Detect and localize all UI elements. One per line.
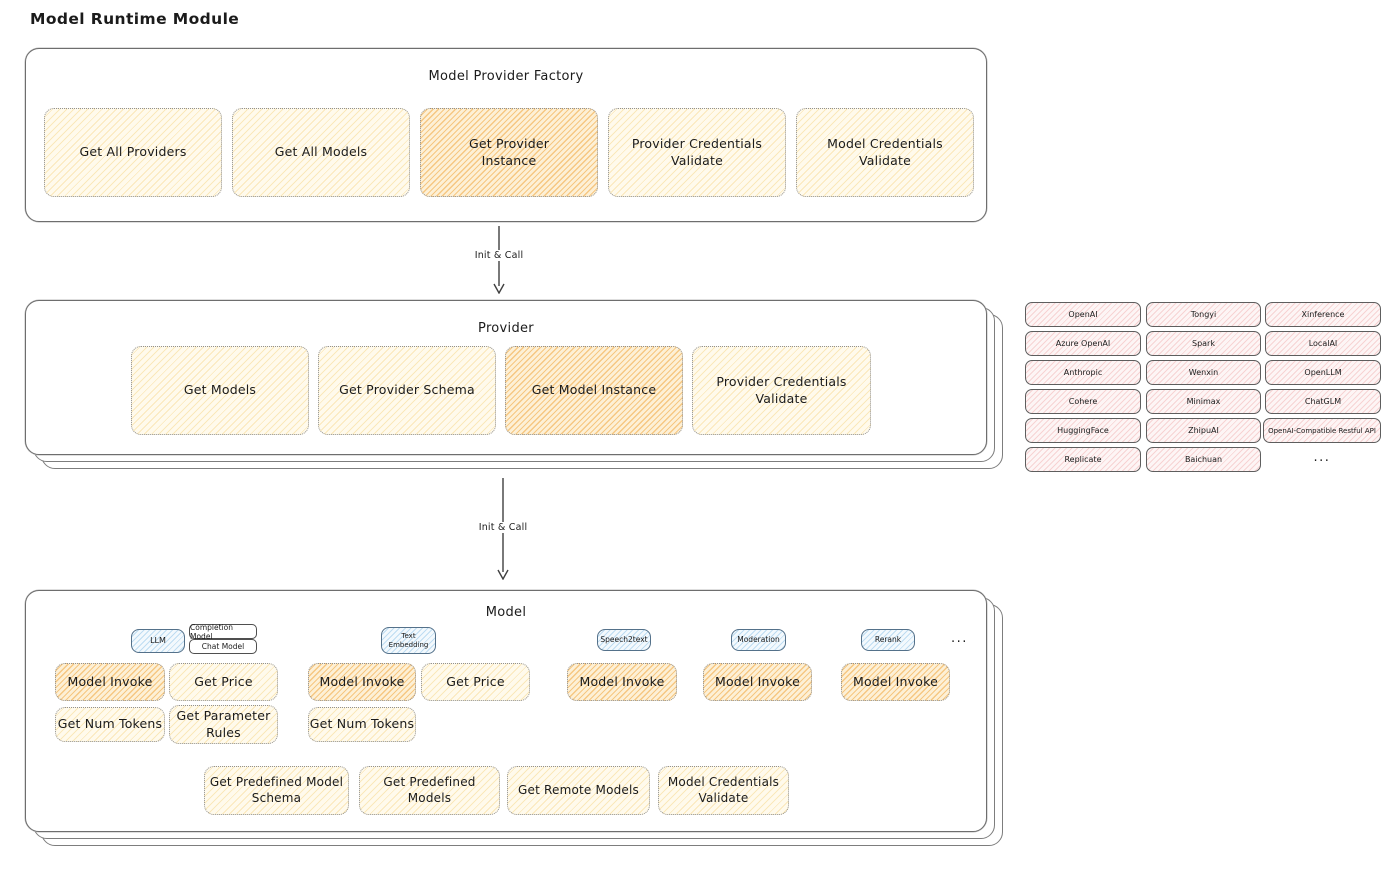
provider-chip-chatglm: ChatGLM (1265, 389, 1381, 414)
model-op-model-credentials-validate: Model Credentials Validate (658, 766, 789, 815)
provider-box-get-provider-schema: Get Provider Schema (318, 346, 496, 435)
model-tag-llm: LLM (131, 629, 185, 653)
llm-op-get-parameter-rules: Get Parameter Rules (169, 705, 278, 744)
arrow-provider-to-model: Init & Call (475, 478, 531, 580)
model-tag-rerank: Rerank (861, 629, 915, 651)
text-embedding-op-get-price: Get Price (421, 663, 530, 701)
rerank-op-model-invoke: Model Invoke (841, 663, 950, 701)
factory-box-get-all-providers: Get All Providers (44, 108, 222, 197)
text-embedding-op-model-invoke: Model Invoke (308, 663, 416, 701)
model-op-get-predefined-models: Get Predefined Models (359, 766, 500, 815)
model-op-get-predefined-model-schema: Get Predefined Model Schema (204, 766, 349, 815)
factory-box-get-provider-instance: Get Provider Instance (420, 108, 598, 197)
speech2text-op-model-invoke: Model Invoke (567, 663, 677, 701)
provider-box-get-model-instance: Get Model Instance (505, 346, 683, 435)
provider-chip-openllm: OpenLLM (1265, 360, 1381, 385)
provider-box-get-models: Get Models (131, 346, 309, 435)
llm-op-model-invoke: Model Invoke (55, 663, 165, 701)
model-tag-speech2text: Speech2text (597, 629, 651, 651)
factory-title: Model Provider Factory (428, 69, 584, 84)
arrow-label-init-call-1: Init & Call (471, 250, 527, 261)
provider-chip-replicate: Replicate (1025, 447, 1141, 472)
provider-chip-xinference: Xinference (1265, 302, 1381, 327)
provider-chip-cohere: Cohere (1025, 389, 1141, 414)
arrow-label-init-call-2: Init & Call (475, 522, 531, 533)
model-op-get-remote-models: Get Remote Models (507, 766, 650, 815)
provider-container: Provider Get Models Get Provider Schema … (25, 300, 987, 455)
llm-op-get-num-tokens: Get Num Tokens (55, 707, 165, 742)
provider-title: Provider (478, 321, 534, 336)
provider-box-provider-credentials-validate: Provider Credentials Validate (692, 346, 871, 435)
provider-chip-openai: OpenAI (1025, 302, 1141, 327)
factory-box-provider-credentials-validate: Provider Credentials Validate (608, 108, 786, 197)
model-tags-ellipsis: ... (951, 631, 968, 646)
text-embedding-op-get-num-tokens: Get Num Tokens (308, 707, 416, 742)
provider-chip-anthropic: Anthropic (1025, 360, 1141, 385)
model-subtag-completion-model: Completion Model (189, 623, 257, 641)
page-title: Model Runtime Module (30, 10, 240, 28)
provider-chip-huggingface: HuggingFace (1025, 418, 1141, 443)
factory-box-model-credentials-validate: Model Credentials Validate (796, 108, 974, 197)
model-title: Model (485, 605, 527, 620)
provider-chip-spark: Spark (1146, 331, 1261, 356)
model-tag-text-embedding: Text Embedding (381, 627, 436, 654)
arrow-factory-to-provider: Init & Call (471, 226, 527, 294)
provider-chip-minimax: Minimax (1146, 389, 1261, 414)
provider-chip-wenxin: Wenxin (1146, 360, 1261, 385)
provider-chip-tongyi: Tongyi (1146, 302, 1261, 327)
moderation-op-model-invoke: Model Invoke (703, 663, 812, 701)
provider-chip-localai: LocalAI (1265, 331, 1381, 356)
factory-box-get-all-models: Get All Models (232, 108, 410, 197)
provider-chip-zhipuai: ZhipuAI (1146, 418, 1261, 443)
model-tag-moderation: Moderation (731, 629, 786, 651)
provider-chip-openai-compatible-restful-api: OpenAI-Compatible Restful API (1263, 418, 1381, 443)
model-container: Model LLM Completion Model Chat Model Te… (25, 590, 987, 832)
provider-grid-ellipsis: ... (1313, 450, 1331, 465)
model-subtag-chat-model: Chat Model (189, 639, 257, 654)
factory-container: Model Provider Factory Get All Providers… (25, 48, 987, 222)
provider-chip-baichuan: Baichuan (1146, 447, 1261, 472)
provider-chip-azure-openai: Azure OpenAI (1025, 331, 1141, 356)
llm-op-get-price: Get Price (169, 663, 278, 701)
